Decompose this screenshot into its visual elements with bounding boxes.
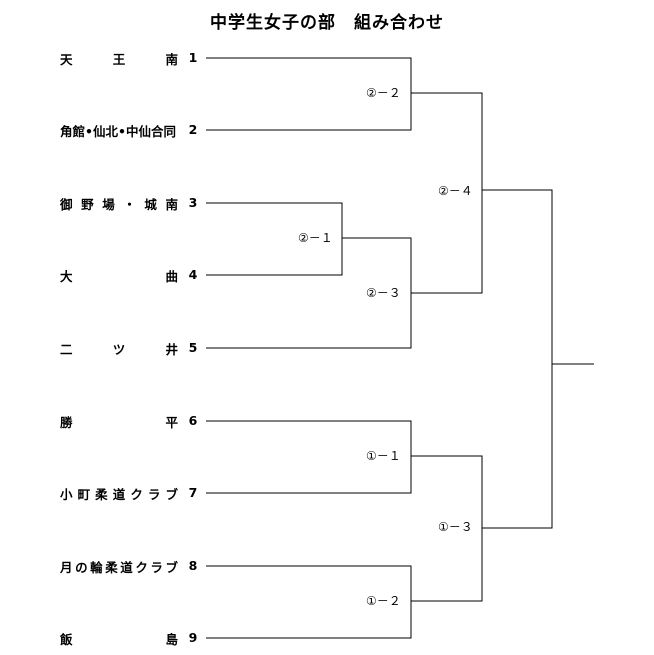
match-label-1-2: ①－２ [366, 594, 401, 608]
match-label-1-3: ①－３ [438, 520, 473, 534]
bracket-line-team-3 [206, 202, 343, 276]
seed-number-4: 4 [188, 267, 198, 282]
team-name-8: 月 の 輪 柔 道 ク ラ ブ [60, 559, 178, 575]
seed-number-6: 6 [188, 413, 198, 428]
team-name-2: 角館•仙北•中仙合同 [60, 123, 176, 139]
seed-number-3: 3 [188, 195, 198, 210]
match-label-2-1: ②－１ [298, 231, 333, 245]
bracket-line-team-8 [206, 565, 412, 639]
match-label-2-4: ②－４ [438, 184, 473, 198]
match-label-2-2: ②－２ [366, 86, 401, 100]
seed-number-9: 9 [188, 630, 198, 645]
team-name-6: 勝 平 [60, 414, 178, 430]
match-label-2-3: ②－３ [366, 286, 401, 300]
team-name-1: 天 王 南 [60, 51, 178, 67]
team-name-9: 飯 島 [60, 631, 178, 647]
bracket-line-team-1 [206, 57, 412, 131]
match-label-1-1: ①－１ [366, 449, 401, 463]
page-title: 中学生女子の部 組み合わせ [210, 13, 444, 33]
bracket-line-final [482, 189, 553, 529]
team-name-3: 御 野 場 ・ 城 南 [60, 196, 178, 212]
seed-number-2: 2 [188, 122, 198, 137]
seed-number-7: 7 [188, 485, 198, 500]
team-name-5: 二 ツ 井 [60, 341, 178, 357]
team-name-7: 小 町 柔 道 ク ラ ブ [60, 486, 178, 502]
team-name-4: 大 曲 [60, 268, 178, 284]
bracket-line-match-2-2 [411, 92, 483, 294]
bracket-line-team-6 [206, 420, 412, 494]
seed-number-5: 5 [188, 340, 198, 355]
seed-number-1: 1 [188, 50, 198, 65]
seed-number-8: 8 [188, 558, 198, 573]
